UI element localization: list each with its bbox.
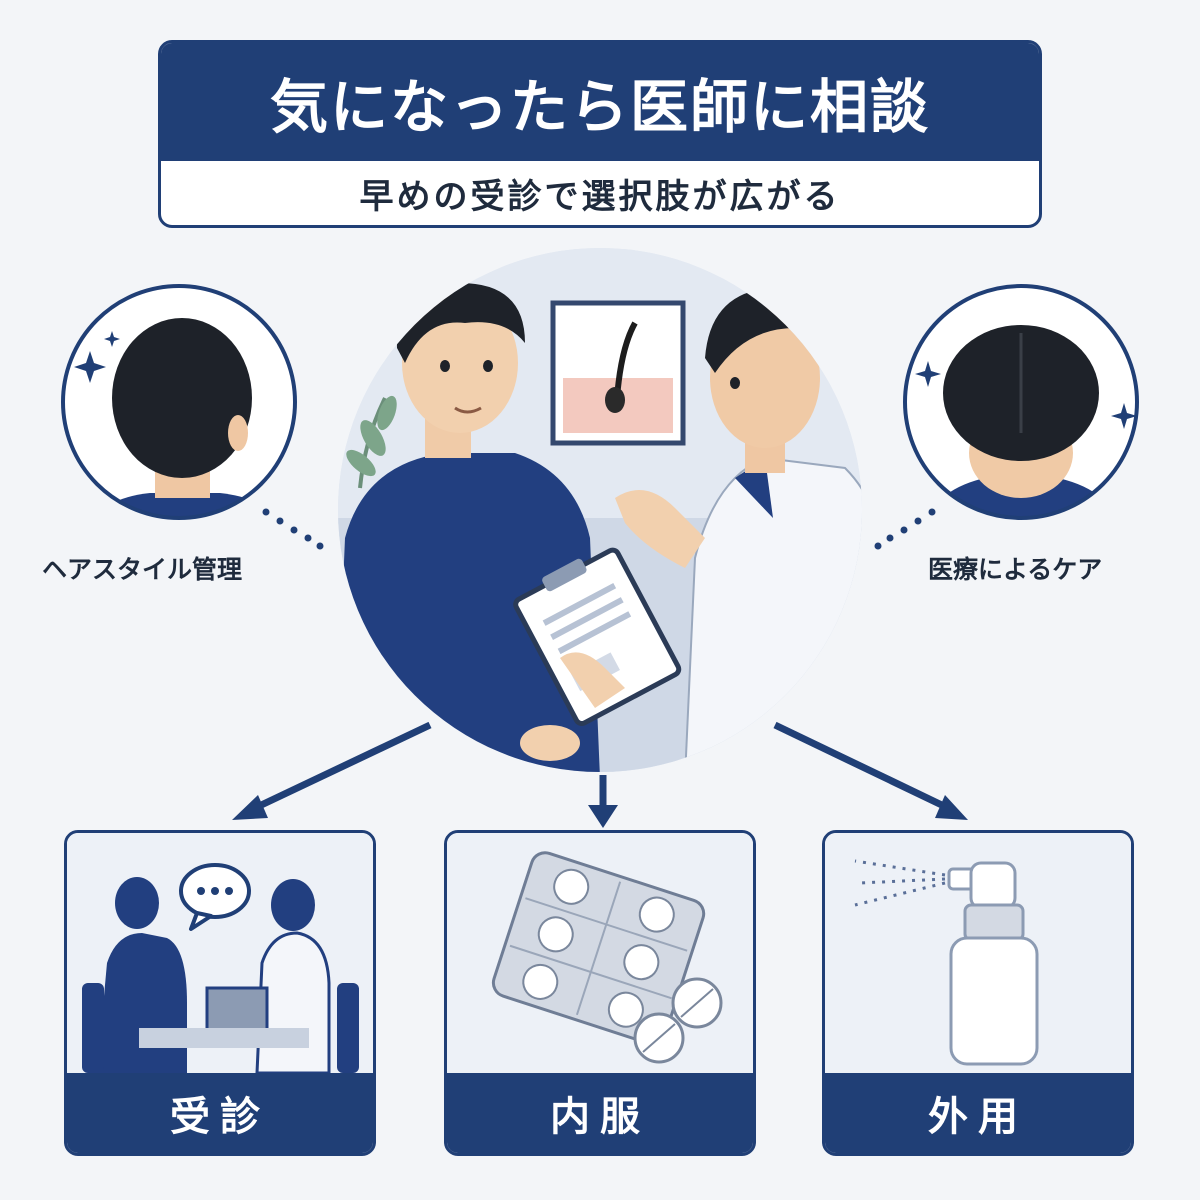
sparkle-icon: [915, 361, 1137, 429]
plant-icon: [346, 395, 397, 489]
medical-care-circle-illustration: [903, 284, 1139, 520]
card-label-topical: 外用: [825, 1073, 1131, 1153]
doctor-consultation-illustration: [338, 248, 862, 772]
dotted-connector-left: [262, 508, 324, 550]
medical-care-label: 医療によるケア: [928, 555, 1103, 584]
pill-pack-icon: [447, 833, 753, 1073]
card-oral-medication: 内服: [444, 830, 756, 1156]
dotted-connector-right: [874, 508, 936, 550]
hair-follicle-poster: [550, 300, 686, 446]
card-label-consultation: 受診: [67, 1073, 373, 1153]
card-label-oral-medication: 内服: [447, 1073, 753, 1153]
card-topical: 外用: [822, 830, 1134, 1156]
spray-bottle-icon: [825, 833, 1131, 1073]
doctor-figure: [560, 288, 862, 772]
clipboard-icon: [513, 547, 682, 727]
sparkle-icon: [74, 331, 120, 383]
speech-bubble-icon: [179, 863, 251, 931]
card-consultation: 受診: [64, 830, 376, 1156]
consultation-icon: [67, 833, 373, 1073]
title-banner: 気になったら医師に相談 早めの受診で選択肢が広がる: [158, 40, 1042, 228]
page-subtitle: 早めの受診で選択肢が広がる: [359, 176, 841, 217]
page-title: 気になったら医師に相談: [161, 43, 1039, 161]
hairstyle-circle-illustration: [61, 284, 297, 520]
arrow-down-icon: [588, 775, 618, 828]
hairstyle-management-label: ヘアスタイル管理: [42, 555, 243, 584]
